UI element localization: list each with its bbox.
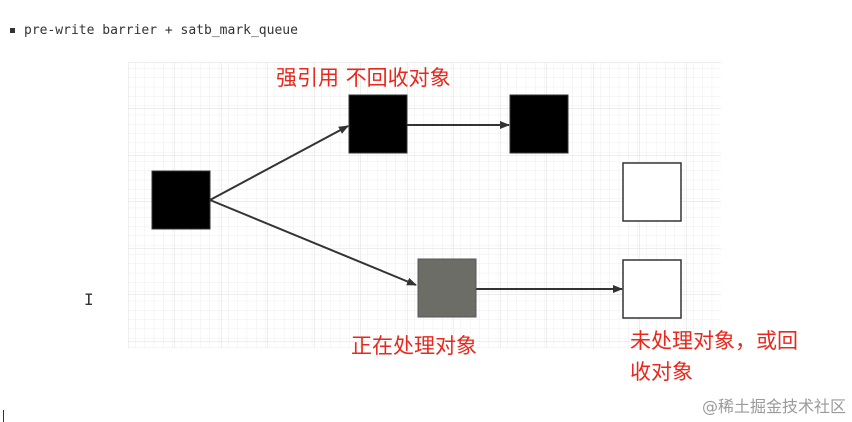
bullet-icon	[10, 27, 15, 33]
watermark: @稀土掘金技术社区	[701, 397, 846, 416]
label-unprocessed-line2: 收对象	[630, 360, 693, 384]
processing-node-gray	[417, 258, 477, 318]
edge-root-to-gray	[209, 199, 417, 286]
label-strong-ref: 强引用 不回收对象	[276, 66, 451, 90]
label-unprocessed-line1: 未处理对象，或回	[630, 329, 798, 353]
note-text: pre-write barrier + satb_mark_queue	[24, 22, 298, 38]
text-caret	[3, 410, 4, 422]
edge-root-to-strong	[209, 125, 349, 201]
root-node-black	[151, 170, 211, 230]
unprocessed-node-white	[622, 259, 682, 319]
strong-ref-node-black	[348, 94, 408, 154]
label-processing: 正在处理对象	[351, 334, 477, 358]
text-cursor-icon: I	[84, 290, 94, 309]
note-bullet-line: pre-write barrier + satb_mark_queue	[8, 18, 298, 42]
child-node-black	[509, 94, 569, 154]
isolated-node-white	[622, 162, 682, 222]
